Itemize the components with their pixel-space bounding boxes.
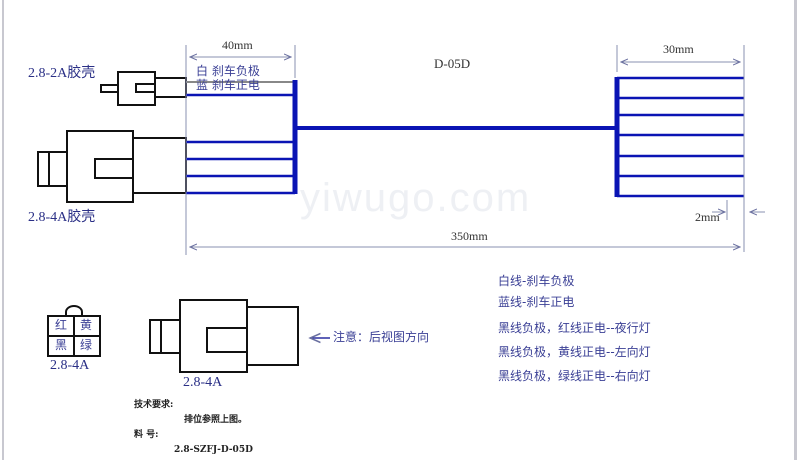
tech-req-text: 排位参照上图。 <box>184 415 248 425</box>
part-number-label: 料 号: <box>134 430 159 440</box>
legend-item: 白线-刹车负极 <box>498 274 575 288</box>
connector-2a <box>100 71 187 106</box>
legend-item: 黑线负极，红线正电--夜行灯 <box>498 321 651 335</box>
blue-wire-label: 蓝 刹车正电 <box>196 78 260 92</box>
part-number: 2.8-SZFJ-D-05D <box>174 445 253 455</box>
watermark: yiwugo.com <box>300 176 532 220</box>
pin-black: 黑 <box>55 338 68 352</box>
legend-item: 黑线负极，黄线正电--左向灯 <box>498 345 651 359</box>
side-view-label: 2.8-4A <box>183 375 223 390</box>
legend-item: 黑线负极，绿线正电--右向灯 <box>498 369 651 383</box>
connector-4a <box>37 130 187 203</box>
legend-item: 蓝线-刹车正电 <box>498 295 575 309</box>
dim-strip: 2mm <box>695 210 720 224</box>
pin-green: 绿 <box>80 338 93 352</box>
tech-req-title: 技术要求: <box>134 400 174 410</box>
connector-side-view <box>149 299 299 373</box>
white-wire-label: 白 刹车负极 <box>196 64 260 78</box>
connector-2a-label: 2.8-2A胶壳 <box>28 66 96 81</box>
left-border <box>2 0 4 460</box>
pin-yellow: 黄 <box>80 318 93 332</box>
dimension-lines <box>185 45 765 255</box>
harness-model: D-05D <box>434 56 471 71</box>
right-wires <box>617 76 744 198</box>
connector-4a-label: 2.8-4A胶壳 <box>28 210 96 225</box>
face-view-label: 2.8-4A <box>50 358 90 373</box>
dim-right: 30mm <box>663 42 694 56</box>
pin-red: 红 <box>55 318 68 332</box>
connector-face-view <box>47 305 101 357</box>
left-wires <box>186 93 295 195</box>
dim-total: 350mm <box>451 229 488 243</box>
right-border <box>794 0 797 460</box>
view-note: 注意：后视图方向 <box>333 330 430 344</box>
dim-left: 40mm <box>222 38 253 52</box>
